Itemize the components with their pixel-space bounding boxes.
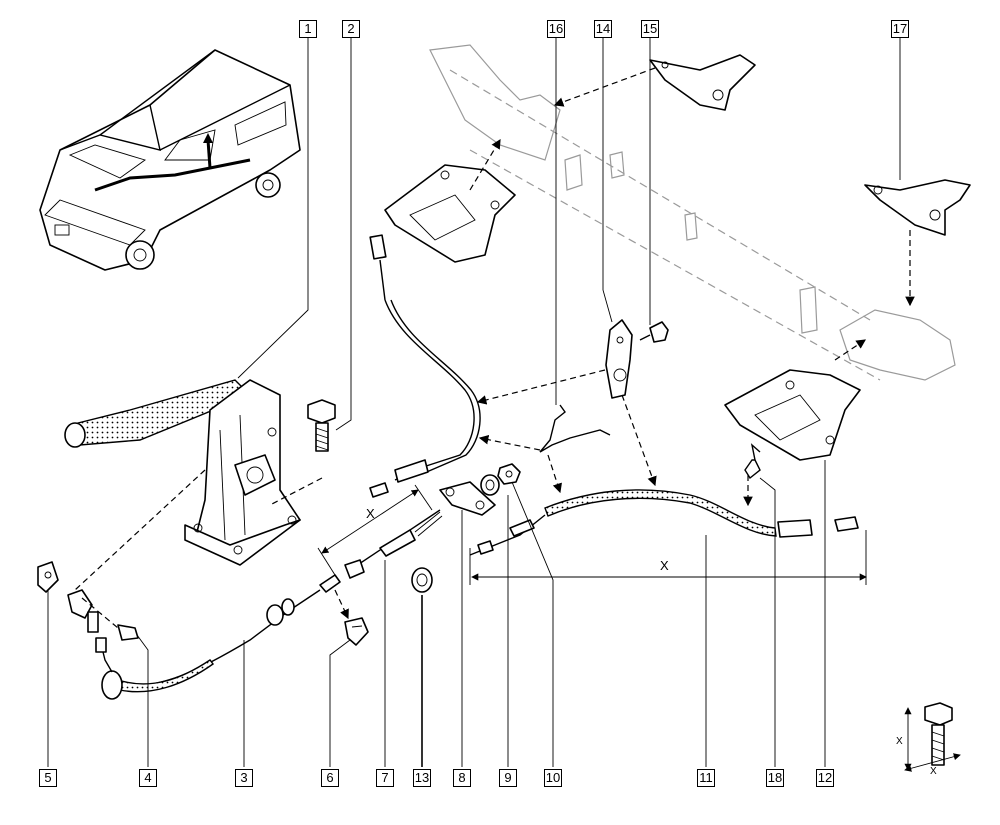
callout-1: 1 — [299, 20, 317, 38]
callout-9: 9 — [499, 769, 517, 787]
leader-lines — [47, 38, 901, 767]
guide-4 — [67, 589, 139, 641]
grommet-13 — [411, 567, 433, 593]
clip-18 — [744, 443, 761, 480]
bolt-15 — [639, 321, 669, 343]
handbrake-lever-1 — [64, 379, 301, 566]
bracket-14 — [605, 319, 633, 399]
dimension-label-bolt-length: X — [896, 736, 903, 747]
mount-bracket-left — [384, 164, 516, 263]
callout-12: 12 — [816, 769, 834, 787]
mount-bracket-17 — [864, 179, 971, 236]
callout-2: 2 — [342, 20, 360, 38]
washer-9 — [480, 474, 500, 496]
callout-4: 4 — [139, 769, 157, 787]
assembly-arrows — [74, 67, 915, 629]
callout-15: 15 — [641, 20, 659, 38]
rear-axle-ghost — [429, 44, 956, 381]
callout-17: 17 — [891, 20, 909, 38]
callout-13: 13 — [413, 769, 431, 787]
dimension-front — [317, 484, 433, 576]
callout-10: 10 — [544, 769, 562, 787]
clip-5 — [37, 561, 59, 593]
intermediate-cable — [369, 234, 481, 498]
mount-bracket-top — [649, 54, 756, 111]
rear-cable-11 — [469, 489, 859, 556]
dimension-label-bolt-diameter: X — [930, 766, 937, 777]
van-illustration — [39, 49, 301, 271]
bolt-2 — [307, 399, 336, 452]
callout-14: 14 — [594, 20, 612, 38]
dimension-label-rear: X — [660, 558, 669, 573]
callout-18: 18 — [766, 769, 784, 787]
dimension-rear — [469, 530, 867, 585]
bolt-dimension-detail — [904, 702, 961, 772]
callout-6: 6 — [321, 769, 339, 787]
callout-3: 3 — [235, 769, 253, 787]
nut-10 — [497, 463, 521, 485]
callout-7: 7 — [376, 769, 394, 787]
adjuster-rod-7 — [344, 509, 443, 579]
clip-6 — [344, 617, 369, 646]
dimension-label-front: X — [366, 506, 375, 521]
mounting-bracket-12 — [724, 369, 861, 461]
callout-8: 8 — [453, 769, 471, 787]
equalizer-8 — [439, 481, 496, 516]
front-cable-3 — [95, 574, 341, 700]
callout-5: 5 — [39, 769, 57, 787]
callout-11: 11 — [697, 769, 715, 787]
spring-16 — [539, 404, 611, 453]
callout-16: 16 — [547, 20, 565, 38]
